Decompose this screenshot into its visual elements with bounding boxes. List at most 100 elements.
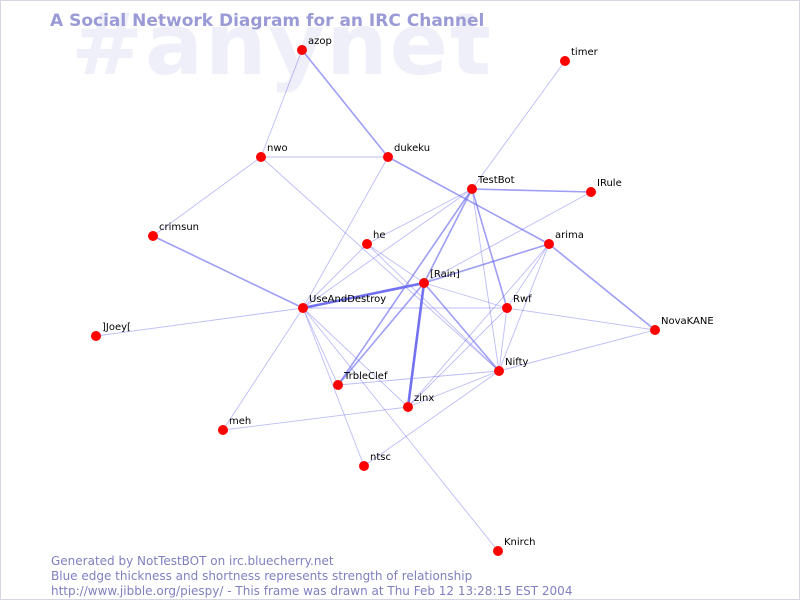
footer-generator: Generated by NotTestBOT on irc.bluecherr…	[51, 554, 334, 568]
node-label-ntsc: ntsc	[370, 452, 391, 463]
node-azop: azop	[297, 36, 332, 55]
node-label-TrbleClef: TrbleClef	[343, 371, 388, 382]
node-label-timer: timer	[571, 47, 599, 58]
node-dot-Joey	[91, 331, 101, 341]
edge-IRule-Rain	[423, 191, 592, 284]
footer-legend: Blue edge thickness and shortness repres…	[51, 569, 473, 583]
node-dot-arima	[544, 239, 554, 249]
node-label-TestBot: TestBot	[477, 175, 515, 186]
node-TrbleClef: TrbleClef	[333, 371, 388, 390]
edge-he-Nifty	[366, 243, 500, 372]
node-arima: arima	[544, 230, 584, 249]
edge-UseAndDestroy-Joey	[95, 307, 304, 337]
node-he: he	[362, 230, 386, 249]
node-TestBot: TestBot	[467, 175, 515, 194]
edge-azop-dukeku	[301, 49, 389, 158]
diagram-title: A Social Network Diagram for an IRC Chan…	[50, 11, 485, 31]
node-Rain: [Rain]	[419, 269, 460, 288]
node-dot-nwo	[256, 152, 266, 162]
node-label-meh: meh	[229, 416, 251, 427]
node-dot-meh	[218, 425, 228, 435]
node-label-IRule: IRule	[597, 178, 622, 189]
edge-Rwf-Nifty	[498, 307, 508, 372]
edge-arima-zinx	[407, 243, 550, 408]
edge-meh-zinx	[222, 406, 409, 431]
node-label-Nifty: Nifty	[505, 357, 529, 368]
edge-crimsun-UseAndDestroy	[152, 235, 304, 309]
node-label-NovaKANE: NovaKANE	[661, 316, 714, 327]
node-label-zinx: zinx	[414, 393, 434, 404]
edge-he-UseAndDestroy	[302, 243, 368, 309]
edge-UseAndDestroy-TrbleClef	[302, 307, 339, 386]
node-dot-TrbleClef	[333, 380, 343, 390]
node-timer: timer	[560, 47, 599, 66]
node-dot-azop	[297, 45, 307, 55]
node-NovaKANE: NovaKANE	[650, 316, 714, 335]
node-dot-Nifty	[494, 366, 504, 376]
edge-NovaKANE-Nifty	[498, 329, 656, 372]
node-label-UseAndDestroy: UseAndDestroy	[309, 294, 386, 305]
edge-timer-TestBot	[471, 60, 566, 190]
edge-arima-Nifty	[498, 243, 550, 372]
edge-dukeku-UseAndDestroy	[302, 156, 389, 309]
node-dot-UseAndDestroy	[298, 303, 308, 313]
edge-he-Rain	[366, 243, 425, 284]
node-label-azop: azop	[308, 36, 332, 47]
edge-TestBot-Rwf	[471, 188, 508, 309]
edge-UseAndDestroy-meh	[222, 307, 304, 431]
edge-Nifty-ntsc	[363, 370, 500, 467]
edge-nwo-Nifty	[260, 156, 500, 372]
node-Knirch: Knirch	[493, 537, 535, 556]
edge-arima-NovaKANE	[548, 243, 656, 331]
node-label-nwo: nwo	[267, 143, 288, 154]
edge-Rain-Rwf	[423, 282, 508, 309]
node-dot-he	[362, 239, 372, 249]
edge-Rain-TrbleClef	[337, 282, 425, 386]
edge-UseAndDestroy-zinx	[302, 307, 409, 408]
node-dot-timer	[560, 56, 570, 66]
node-dot-Rain	[419, 278, 429, 288]
node-ntsc: ntsc	[359, 452, 391, 471]
footer: Generated by NotTestBOT on irc.bluecherr…	[51, 554, 572, 599]
node-label-crimsun: crimsun	[159, 222, 199, 233]
edge-nwo-crimsun	[152, 156, 262, 237]
node-UseAndDestroy: UseAndDestroy	[298, 294, 386, 313]
edge-TestBot-IRule	[471, 188, 592, 193]
node-dot-ntsc	[359, 461, 369, 471]
edge-azop-nwo	[260, 49, 303, 158]
edge-TestBot-he	[366, 188, 473, 245]
edge-Rain-UseAndDestroy	[302, 281, 425, 310]
edge-TestBot-Rain	[423, 188, 473, 284]
node-label-Knirch: Knirch	[504, 537, 535, 548]
edges-layer	[95, 49, 656, 552]
node-crimsun: crimsun	[148, 222, 199, 241]
node-dot-TestBot	[467, 184, 477, 194]
node-IRule: IRule	[586, 178, 622, 197]
node-label-arima: arima	[555, 230, 584, 241]
edge-TestBot-UseAndDestroy	[302, 188, 473, 309]
edge-Nifty-zinx	[407, 370, 500, 408]
footer-url-timestamp: http://www.jibble.org/piespy/ - This fra…	[51, 584, 573, 598]
node-dukeku: dukeku	[383, 143, 430, 162]
node-dot-IRule	[586, 187, 596, 197]
edge-arima-Rwf	[506, 243, 550, 309]
edge-arima-Rain	[423, 243, 550, 284]
node-dot-NovaKANE	[650, 325, 660, 335]
node-dot-Rwf	[502, 303, 512, 313]
edge-Rwf-NovaKANE	[506, 307, 656, 331]
node-dot-Knirch	[493, 546, 503, 556]
edge-Nifty-TrbleClef	[337, 370, 500, 386]
edge-TestBot-Nifty	[471, 188, 500, 372]
node-Rwf: Rwf	[502, 294, 532, 313]
edge-Rain-Nifty	[423, 282, 500, 372]
edge-Rain-zinx	[406, 282, 426, 408]
node-Joey: ]Joey[	[91, 322, 131, 341]
node-nwo: nwo	[256, 143, 288, 162]
node-label-Joey: ]Joey[	[102, 322, 131, 333]
node-label-Rwf: Rwf	[513, 294, 532, 305]
node-label-dukeku: dukeku	[394, 143, 430, 154]
channel-watermark: #anynet	[71, 0, 494, 95]
